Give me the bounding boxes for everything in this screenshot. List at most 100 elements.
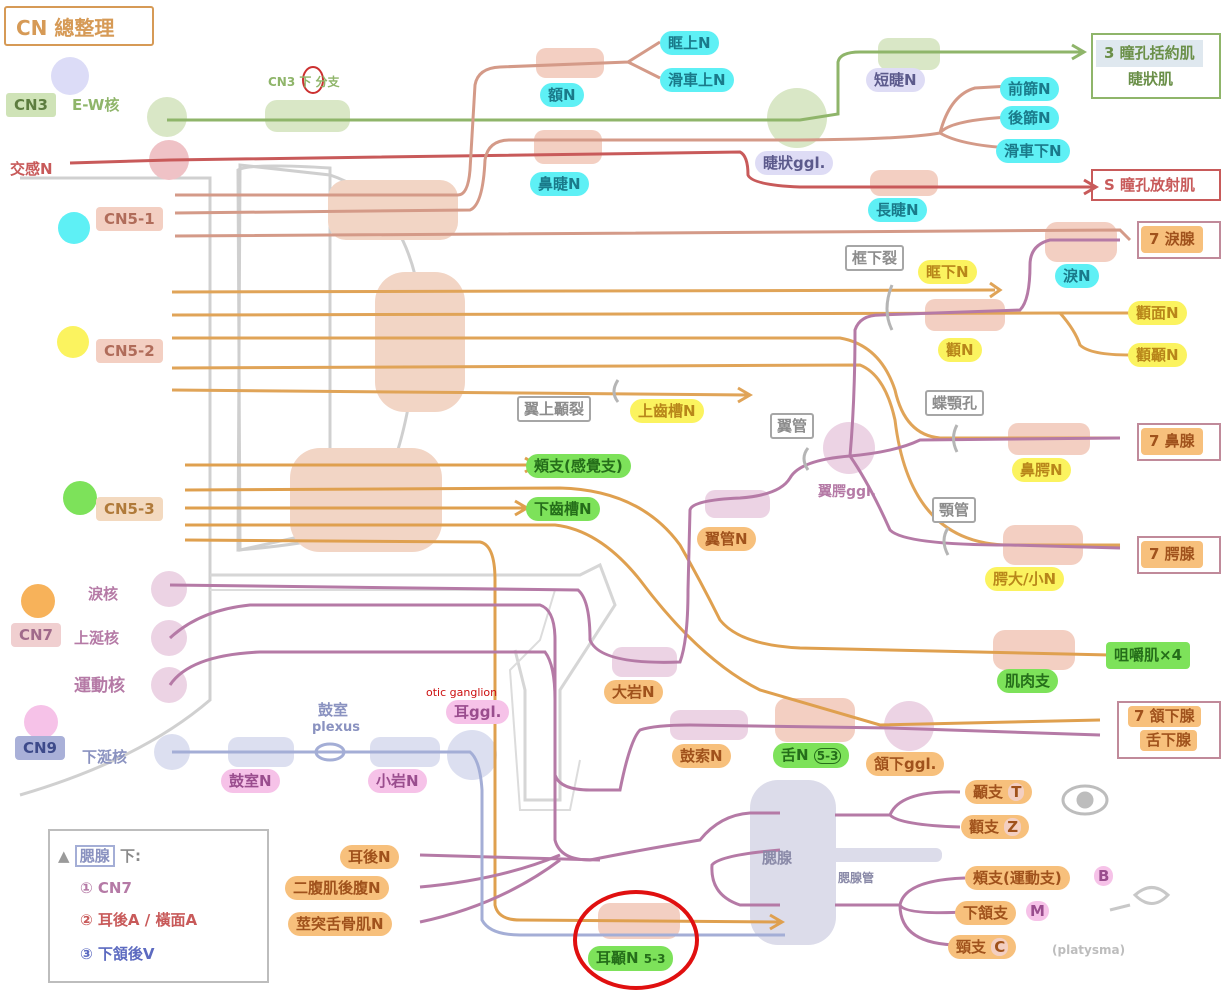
label-erggl: 耳ggl. bbox=[446, 700, 510, 724]
target-pupil-sphincter: 3 瞳孔括約肌 bbox=[1096, 40, 1203, 67]
eye-icon bbox=[1061, 784, 1109, 816]
legend-box: ▲ 腮腺 下: ① CN7 ② 耳後A / 橫面A ③ 下頷後V bbox=[48, 829, 269, 983]
cn9-dot bbox=[24, 705, 58, 739]
label-cn7: CN7 bbox=[11, 623, 61, 647]
cn3-arrow bbox=[1071, 43, 1087, 61]
cn7-dot bbox=[21, 584, 55, 618]
label-quanzhi-text: 顴支 bbox=[969, 818, 1000, 836]
label-duanjie: 短睫N bbox=[866, 68, 925, 92]
biejie-blob bbox=[534, 130, 602, 164]
target-submand: 7 頷下腺 bbox=[1128, 706, 1201, 727]
cn3-line bbox=[167, 50, 1082, 122]
label-huacheshang: 滑車上N bbox=[660, 68, 734, 92]
label-plexus: plexus bbox=[312, 720, 360, 735]
label-jingtu: 莖突舌骨肌N bbox=[288, 912, 392, 936]
legend-suffix: 下: bbox=[120, 847, 142, 865]
bracket-eguan bbox=[942, 527, 950, 556]
lacrimal-nucleus bbox=[151, 571, 187, 607]
pons-outline bbox=[210, 562, 617, 802]
label-gushi: 鼓室 bbox=[318, 701, 349, 719]
page-title: CN 總整理 bbox=[4, 6, 154, 46]
legend-triangle-icon: ▲ bbox=[58, 847, 70, 865]
tag-b: B bbox=[1094, 866, 1114, 886]
label-cn5-1: CN5-1 bbox=[96, 207, 163, 231]
label-jiaogan: 交感N bbox=[10, 160, 53, 178]
she-blob bbox=[775, 698, 855, 742]
label-dayan: 大岩N bbox=[604, 680, 663, 704]
quan-blob bbox=[925, 299, 1005, 331]
label-saixianguan: 腮腺管 bbox=[838, 871, 875, 885]
frame-pupil-sphincter bbox=[1091, 33, 1221, 99]
superior-salivatory bbox=[151, 620, 187, 656]
label-ernie-text: 耳顳N bbox=[596, 949, 639, 967]
label-e: 額N bbox=[540, 83, 584, 107]
label-lei: 淚N bbox=[1055, 264, 1099, 288]
target-palatal: 7 腭腺 bbox=[1141, 541, 1203, 568]
label-quannie: 顴顳N bbox=[1128, 343, 1187, 367]
label-shangxian: 上涎核 bbox=[74, 629, 120, 647]
cn5-3-dot bbox=[63, 481, 97, 515]
legend-item-3: ③ 下頷後V bbox=[80, 945, 155, 963]
cn5-1-dot bbox=[58, 212, 90, 244]
label-ernie-sub: 5-3 bbox=[643, 952, 666, 966]
frame-submand bbox=[1117, 701, 1221, 759]
label-ernie: 耳顳N 5-3 bbox=[588, 946, 674, 971]
lei-blob bbox=[1045, 222, 1117, 262]
label-niezhi-tag: T bbox=[1008, 783, 1025, 801]
bracket-dieyan bbox=[952, 424, 959, 453]
label-quan: 顴N bbox=[938, 338, 982, 362]
label-edaxiao: 腭大/小N bbox=[985, 567, 1065, 591]
label-biyan: 鼻腭N bbox=[1012, 458, 1071, 482]
bracket-yiguan bbox=[802, 447, 810, 471]
label-jiezhuang: 睫狀ggl. bbox=[755, 151, 834, 175]
label-cn9: CN9 bbox=[15, 736, 65, 760]
label-jingzhi-text: 頸支 bbox=[956, 938, 987, 956]
label-shangchiao: 上齒槽N bbox=[630, 399, 704, 423]
label-ew: E-W核 bbox=[72, 96, 120, 114]
label-otic: otic ganglion bbox=[426, 686, 498, 699]
label-erhou: 耳後N bbox=[340, 845, 399, 869]
target-pupil-dilator: S 瞳孔放射肌 bbox=[1104, 176, 1196, 194]
label-kuangshang: 眶上N bbox=[660, 31, 719, 55]
pterygopalatine-ganglion bbox=[823, 422, 875, 474]
target-lacrimal: 7 淚腺 bbox=[1141, 226, 1203, 253]
label-yiguan: 翼管 bbox=[770, 413, 815, 439]
frame-palatal bbox=[1137, 536, 1221, 574]
label-cn5-2: CN5-2 bbox=[96, 339, 163, 363]
label-jingzhi: 頸支 C bbox=[948, 935, 1017, 959]
label-guzhi: 鼓索N bbox=[672, 744, 731, 768]
label-platysma: (platysma) bbox=[1052, 943, 1126, 957]
label-xiaehe: 下頷支 bbox=[955, 901, 1017, 925]
label-niezhi-text: 顳支 bbox=[973, 783, 1004, 801]
label-jingzhi-tag: C bbox=[991, 938, 1009, 956]
legend-title-row: ▲ 腮腺 下: bbox=[58, 845, 142, 867]
bracket-kuangxia bbox=[885, 284, 894, 331]
target-sublingual: 舌下腺 bbox=[1140, 730, 1198, 751]
label-erfu: 二腹肌後腹N bbox=[285, 876, 389, 900]
changjie-blob bbox=[870, 170, 938, 196]
label-xiachicao: 下齒槽N bbox=[526, 497, 600, 521]
label-quanzhi-tag: Z bbox=[1004, 818, 1022, 836]
jirou-blob bbox=[993, 630, 1075, 670]
legend-item-1: ① CN7 bbox=[80, 879, 132, 897]
label-jiazhi-yd: 頰支(運動支) bbox=[965, 866, 1070, 890]
label-huachexia: 滑車下N bbox=[996, 139, 1070, 163]
legend-title: 腮腺 bbox=[74, 845, 115, 867]
label-xiaoyan: 小岩N bbox=[368, 769, 427, 793]
ganglion-cn5-2 bbox=[375, 272, 465, 412]
label-she: 舌N 5-3 bbox=[773, 743, 850, 768]
label-kuangxia: 眶下N bbox=[918, 260, 977, 284]
duanjie-blob bbox=[878, 38, 940, 70]
frame-lacrimal bbox=[1137, 221, 1221, 259]
label-yiguanN: 翼管N bbox=[697, 527, 756, 551]
label-jiazhi: 頰支(感覺支) bbox=[526, 454, 631, 478]
parotid-duct bbox=[830, 848, 942, 862]
label-changjie: 長睫N bbox=[868, 198, 927, 222]
label-jirouzhi: 肌肉支 bbox=[997, 669, 1059, 693]
label-she-sub: 5-3 bbox=[813, 748, 842, 764]
label-cn5-3: CN5-3 bbox=[96, 497, 163, 521]
cn3-branch-circle bbox=[302, 66, 324, 94]
target-mastication: 咀嚼肌×4 bbox=[1106, 642, 1191, 669]
